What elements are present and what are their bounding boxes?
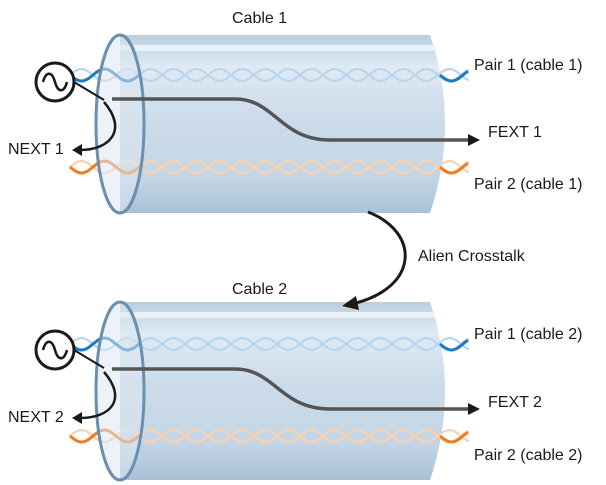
signal-source-1 [34, 61, 105, 103]
cable-1-next-label: NEXT 1 [8, 141, 64, 158]
pair-strand-end [439, 338, 469, 352]
cable-2-near-end [94, 300, 146, 482]
cable-2-pair-1-label: Pair 1 (cable 2) [474, 326, 583, 343]
cable-2-title: Cable 2 [232, 281, 288, 298]
pair-strand-end [439, 69, 469, 83]
signal-source-2 [34, 329, 105, 371]
fext-1-path [112, 97, 470, 142]
sine-wave-icon [41, 340, 69, 360]
next-1-arrow-icon [72, 144, 82, 156]
cable-2-next-label: NEXT 2 [8, 409, 64, 426]
fext-2-path [112, 367, 470, 411]
fext-1-arrow-icon [468, 134, 480, 146]
alien-crosstalk-arrow-head-icon [342, 296, 359, 310]
cable-1-near-end [94, 33, 146, 215]
fext-2-arrow-icon [468, 403, 480, 415]
cable-2 [34, 300, 480, 482]
alien-crosstalk-arrow [351, 210, 407, 306]
cable-1-title: Cable 1 [232, 10, 288, 27]
alien-crosstalk-label: Alien Crosstalk [418, 248, 525, 265]
next-1-path [79, 101, 117, 152]
cable-1-pair-1-label: Pair 1 (cable 1) [474, 57, 583, 74]
cable-2-fext-label: FEXT 2 [488, 394, 542, 411]
next-2-path [79, 371, 117, 420]
cable-1-pair-2-label: Pair 2 (cable 1) [474, 176, 583, 193]
cable-1 [34, 33, 480, 215]
cable-1-fext-label: FEXT 1 [488, 124, 542, 141]
sine-wave-icon [41, 72, 69, 92]
pair-strand-end [439, 161, 469, 175]
pair-strand-end [439, 430, 469, 444]
cable-2-pair-2-label: Pair 2 (cable 2) [474, 447, 583, 464]
next-2-arrow-icon [72, 412, 82, 424]
